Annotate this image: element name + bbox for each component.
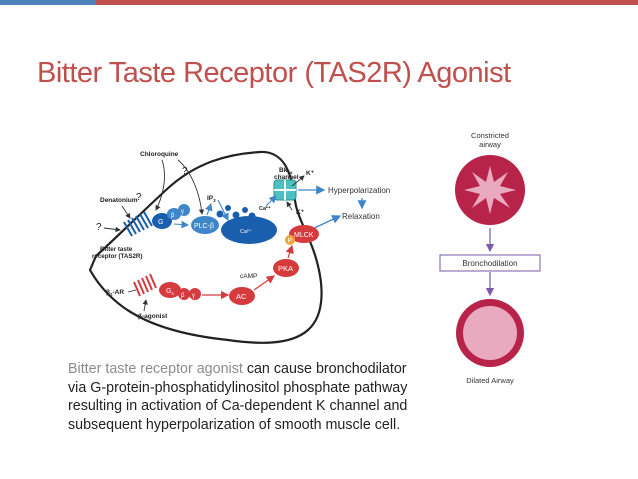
caption-highlight: Bitter taste receptor agonist: [68, 361, 243, 377]
bronchodilation-box: [439, 254, 541, 272]
b2-ar-receptor: [133, 273, 157, 297]
signaling-diagram: Bkca channel K⁺ K⁺ Hyperpolarization Rel…: [88, 150, 390, 344]
ca-store: [221, 216, 277, 244]
constricted-label-2: airway: [479, 140, 501, 149]
gq-protein: [152, 204, 190, 229]
ip3-to-store-arrow: [217, 199, 229, 221]
phospho-marker: [285, 235, 295, 245]
k-bottom-label: K⁺: [296, 209, 305, 216]
tas2r-receptor: [123, 211, 153, 237]
slide-title: Bitter Taste Receptor (TAS2R) Agonist: [37, 57, 511, 89]
ca-store-label: Ca²⁺: [240, 228, 252, 235]
gs-gamma-label: γ: [192, 293, 195, 299]
adenylyl-cyclase: [229, 287, 255, 305]
bk-channel-icon: [273, 179, 297, 201]
chloroquine-plc-arrow: [177, 159, 205, 215]
gs-label: Gs: [166, 288, 174, 296]
denatonium-label: Denatonium: [100, 197, 138, 204]
cell-membrane: [88, 150, 323, 344]
pka-to-mlck-arrow: [285, 244, 294, 259]
mlck: [289, 225, 319, 243]
plc-beta-label: PLC-β: [194, 223, 214, 230]
tas2r-label-2: receptor (TAS2R): [92, 253, 142, 260]
plc-beta: [191, 216, 219, 234]
gs-protein: [159, 282, 201, 300]
top-accent-bar: [0, 0, 638, 5]
pka: [273, 259, 299, 277]
pka-label: PKA: [278, 264, 293, 273]
top-accent-bar-blue: [0, 0, 96, 5]
b2-ar-pointer: [127, 289, 137, 293]
denatonium-arrow: [121, 205, 131, 219]
ca-to-bk-arrow: [265, 195, 277, 207]
bk-channel-label-2: channel: [274, 174, 299, 181]
gq-gamma-label: γ: [181, 209, 184, 215]
caption-body: can cause bronchodilator via G-protein-p…: [68, 361, 408, 433]
mlck-to-relaxation-arrow: [309, 215, 342, 231]
beta-agonist-label: β-agonist: [138, 313, 168, 320]
ip3-label: IP3: [207, 195, 216, 203]
airway-panel: Constricted airway Bronchodilation Dilat…: [439, 131, 541, 385]
top-accent-bar-red: [96, 0, 638, 5]
gs-beta-label: β: [181, 293, 185, 299]
dilated-airway-icon: [456, 299, 524, 367]
phospho-label: P: [288, 238, 292, 245]
chloroquine-arrow: [155, 159, 165, 211]
b2-ar-label: β2-AR: [106, 289, 124, 297]
plc-to-ip3-arrow: [205, 202, 213, 216]
constricted-airway-icon: [455, 155, 525, 225]
ac-label: AC: [236, 292, 247, 301]
mlck-label: MLCK: [294, 232, 314, 239]
k-top-label: K⁺: [306, 170, 315, 177]
k-efflux-arrow: [291, 175, 305, 187]
dilated-label: Dilated Airway: [466, 376, 514, 385]
question-mark-1: ?: [182, 166, 188, 177]
hyperpolarization-label: Hyperpolarization: [328, 186, 390, 195]
camp-label: cAMP: [240, 273, 257, 280]
k-in-arrow: [286, 201, 293, 211]
question-mark-2: ?: [136, 192, 142, 203]
gq-label: G: [158, 219, 163, 226]
constricted-label-1: Constricted: [471, 131, 509, 140]
question-mark-3: ?: [96, 222, 102, 233]
bronchodilation-label: Bronchodilation: [462, 259, 517, 268]
chloroquine-label: Chloroquine: [140, 151, 179, 158]
caption-text: Bitter taste receptor agonist can cause …: [68, 360, 428, 434]
gq-to-plc-arrow: [173, 220, 190, 229]
bk-channel-label-1: Bkca: [279, 167, 293, 175]
ac-to-pka-arrow: [253, 275, 275, 291]
beta-agonist-arrow: [142, 299, 148, 312]
gq-beta-label: β: [171, 213, 175, 219]
relaxation-label: Relaxation: [342, 212, 380, 221]
tas2r-label-1: Bitter taste: [100, 246, 133, 253]
ca-pump-label: Ca²⁺: [259, 205, 271, 212]
q3-arrow: [103, 226, 121, 233]
